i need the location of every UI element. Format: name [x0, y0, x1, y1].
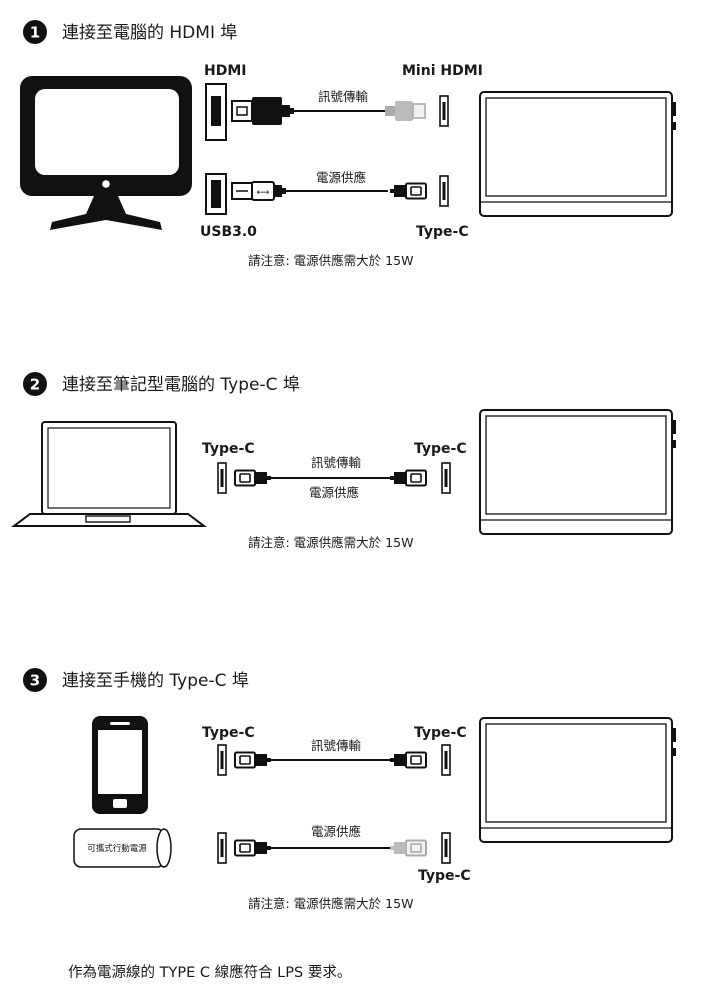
usb-plug-icon: ⟷ — [231, 181, 286, 201]
power-note: 請注意: 電源供應需大於 15W — [248, 535, 413, 550]
type-c-plug-icon — [234, 751, 272, 769]
power-bank-label: 可攜式行動電源 — [87, 843, 147, 854]
type-c-port-icon — [441, 832, 451, 864]
port-label: Type-C — [414, 441, 467, 457]
mini-hdmi-plug-icon — [385, 101, 426, 121]
type-c-port-icon — [217, 832, 227, 864]
power-bank-icon: 可攜式行動電源 — [73, 828, 172, 868]
section-1: 1 連接至電腦的 HDMI 埠 — [20, 20, 677, 268]
type-c-port-icon — [439, 175, 449, 207]
type-c-plug-icon — [389, 839, 427, 857]
port-label: Type-C — [202, 441, 255, 457]
port-label: Type-C — [418, 868, 471, 884]
svg-text:⟷: ⟷ — [257, 188, 270, 198]
step-badge-2 — [23, 372, 47, 396]
type-c-port-icon — [217, 744, 227, 776]
type-c-plug-icon — [234, 469, 272, 487]
portable-monitor-icon — [479, 717, 677, 843]
type-c-port-icon — [441, 744, 451, 776]
section-title: 連接至筆記型電腦的 Type-C 埠 — [62, 375, 300, 395]
lps-requirement-note: 作為電源線的 TYPE C 線應符合 LPS 要求。 — [68, 965, 352, 981]
hdmi-port-icon — [205, 83, 227, 141]
type-c-plug-icon — [389, 469, 427, 487]
type-c-plug-icon — [389, 182, 427, 200]
laptop-icon — [11, 421, 207, 527]
section-title: 連接至手機的 Type-C 埠 — [62, 671, 249, 691]
hdmi-plug-icon — [231, 97, 294, 125]
usb-port-icon — [205, 173, 227, 215]
phone-icon — [92, 716, 148, 814]
type-c-plug-icon — [389, 751, 427, 769]
step-number: 1 — [30, 24, 40, 42]
cable-label: 電源供應 — [311, 824, 361, 839]
cable-label: 訊號傳輸 — [318, 89, 369, 104]
type-c-plug-icon — [234, 839, 272, 857]
type-c-port-icon — [217, 462, 227, 494]
section-3: 3 連接至手機的 Type-C 埠 可攜式行動電源 Type-C Type-C — [23, 668, 677, 911]
type-c-port-icon — [441, 462, 451, 494]
port-label: HDMI — [204, 63, 246, 79]
step-badge-1 — [23, 20, 47, 44]
step-badge-3 — [23, 668, 47, 692]
port-label: USB3.0 — [200, 224, 257, 240]
step-number: 3 — [30, 672, 40, 690]
portable-monitor-icon — [479, 91, 677, 217]
desktop-monitor-icon — [20, 76, 192, 230]
port-label: Type-C — [414, 725, 467, 741]
cable-label: 電源供應 — [309, 485, 359, 500]
port-label: Mini HDMI — [402, 63, 483, 79]
cable-label: 訊號傳輸 — [311, 738, 362, 753]
power-note: 請注意: 電源供應需大於 15W — [248, 896, 413, 911]
power-note: 請注意: 電源供應需大於 15W — [248, 253, 413, 268]
port-label: Type-C — [416, 224, 469, 240]
port-label: Type-C — [202, 725, 255, 741]
step-number: 2 — [30, 376, 40, 394]
cable-label: 訊號傳輸 — [311, 455, 362, 470]
mini-hdmi-port-icon — [439, 95, 449, 127]
section-2: 2 連接至筆記型電腦的 Type-C 埠 Type-C Type-C 訊號傳輸 … — [11, 372, 677, 550]
cable-label: 電源供應 — [316, 170, 366, 185]
section-title: 連接至電腦的 HDMI 埠 — [62, 23, 237, 43]
portable-monitor-icon — [479, 409, 677, 535]
